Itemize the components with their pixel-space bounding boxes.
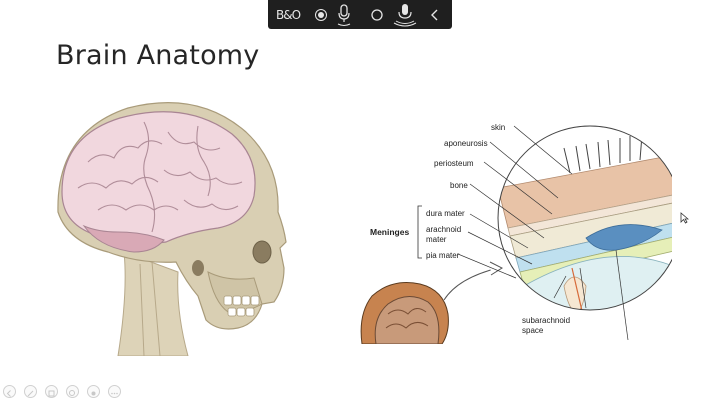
slideshow-controls bbox=[0, 380, 160, 402]
label-dura-mater: dura mater bbox=[426, 209, 465, 218]
view-icon[interactable] bbox=[87, 385, 100, 398]
logo-icon[interactable]: B&O bbox=[275, 0, 301, 29]
label-bone: bone bbox=[450, 181, 468, 190]
label-periosteum: periosteum bbox=[434, 159, 474, 168]
previous-icon[interactable] bbox=[3, 385, 16, 398]
label-arachnoid-line1: arachnoid bbox=[426, 225, 461, 234]
microphone-waves-icon[interactable] bbox=[392, 0, 418, 29]
record-dot-icon[interactable] bbox=[311, 0, 331, 29]
label-arachnoid-line2: mater bbox=[426, 235, 447, 244]
label-subarachnoid-line2: space bbox=[522, 326, 544, 335]
circle-icon[interactable] bbox=[367, 0, 387, 29]
pen-icon[interactable] bbox=[24, 385, 37, 398]
label-skin: skin bbox=[491, 123, 505, 132]
skull-brain-illustration bbox=[48, 92, 290, 357]
presenter-toolbar: B&O bbox=[268, 0, 452, 29]
share-icon[interactable] bbox=[45, 385, 58, 398]
chevron-left-icon[interactable] bbox=[427, 0, 443, 29]
more-icon[interactable] bbox=[108, 385, 121, 398]
zoom-icon[interactable] bbox=[66, 385, 79, 398]
slide-title: Brain Anatomy bbox=[56, 40, 260, 71]
meninges-diagram: skin aponeurosis periosteum bone Meninge… bbox=[358, 118, 683, 345]
toolbar-logo-text: B&O bbox=[275, 7, 301, 22]
label-aponeurosis: aponeurosis bbox=[444, 139, 488, 148]
mouse-cursor-icon bbox=[680, 211, 690, 229]
microphone-icon[interactable] bbox=[333, 0, 355, 29]
label-subarachnoid-line1: subarachnoid bbox=[522, 316, 570, 325]
label-meninges: Meninges bbox=[370, 227, 409, 237]
label-pia-mater: pia mater bbox=[426, 251, 460, 260]
small-head-illustration bbox=[360, 282, 449, 345]
